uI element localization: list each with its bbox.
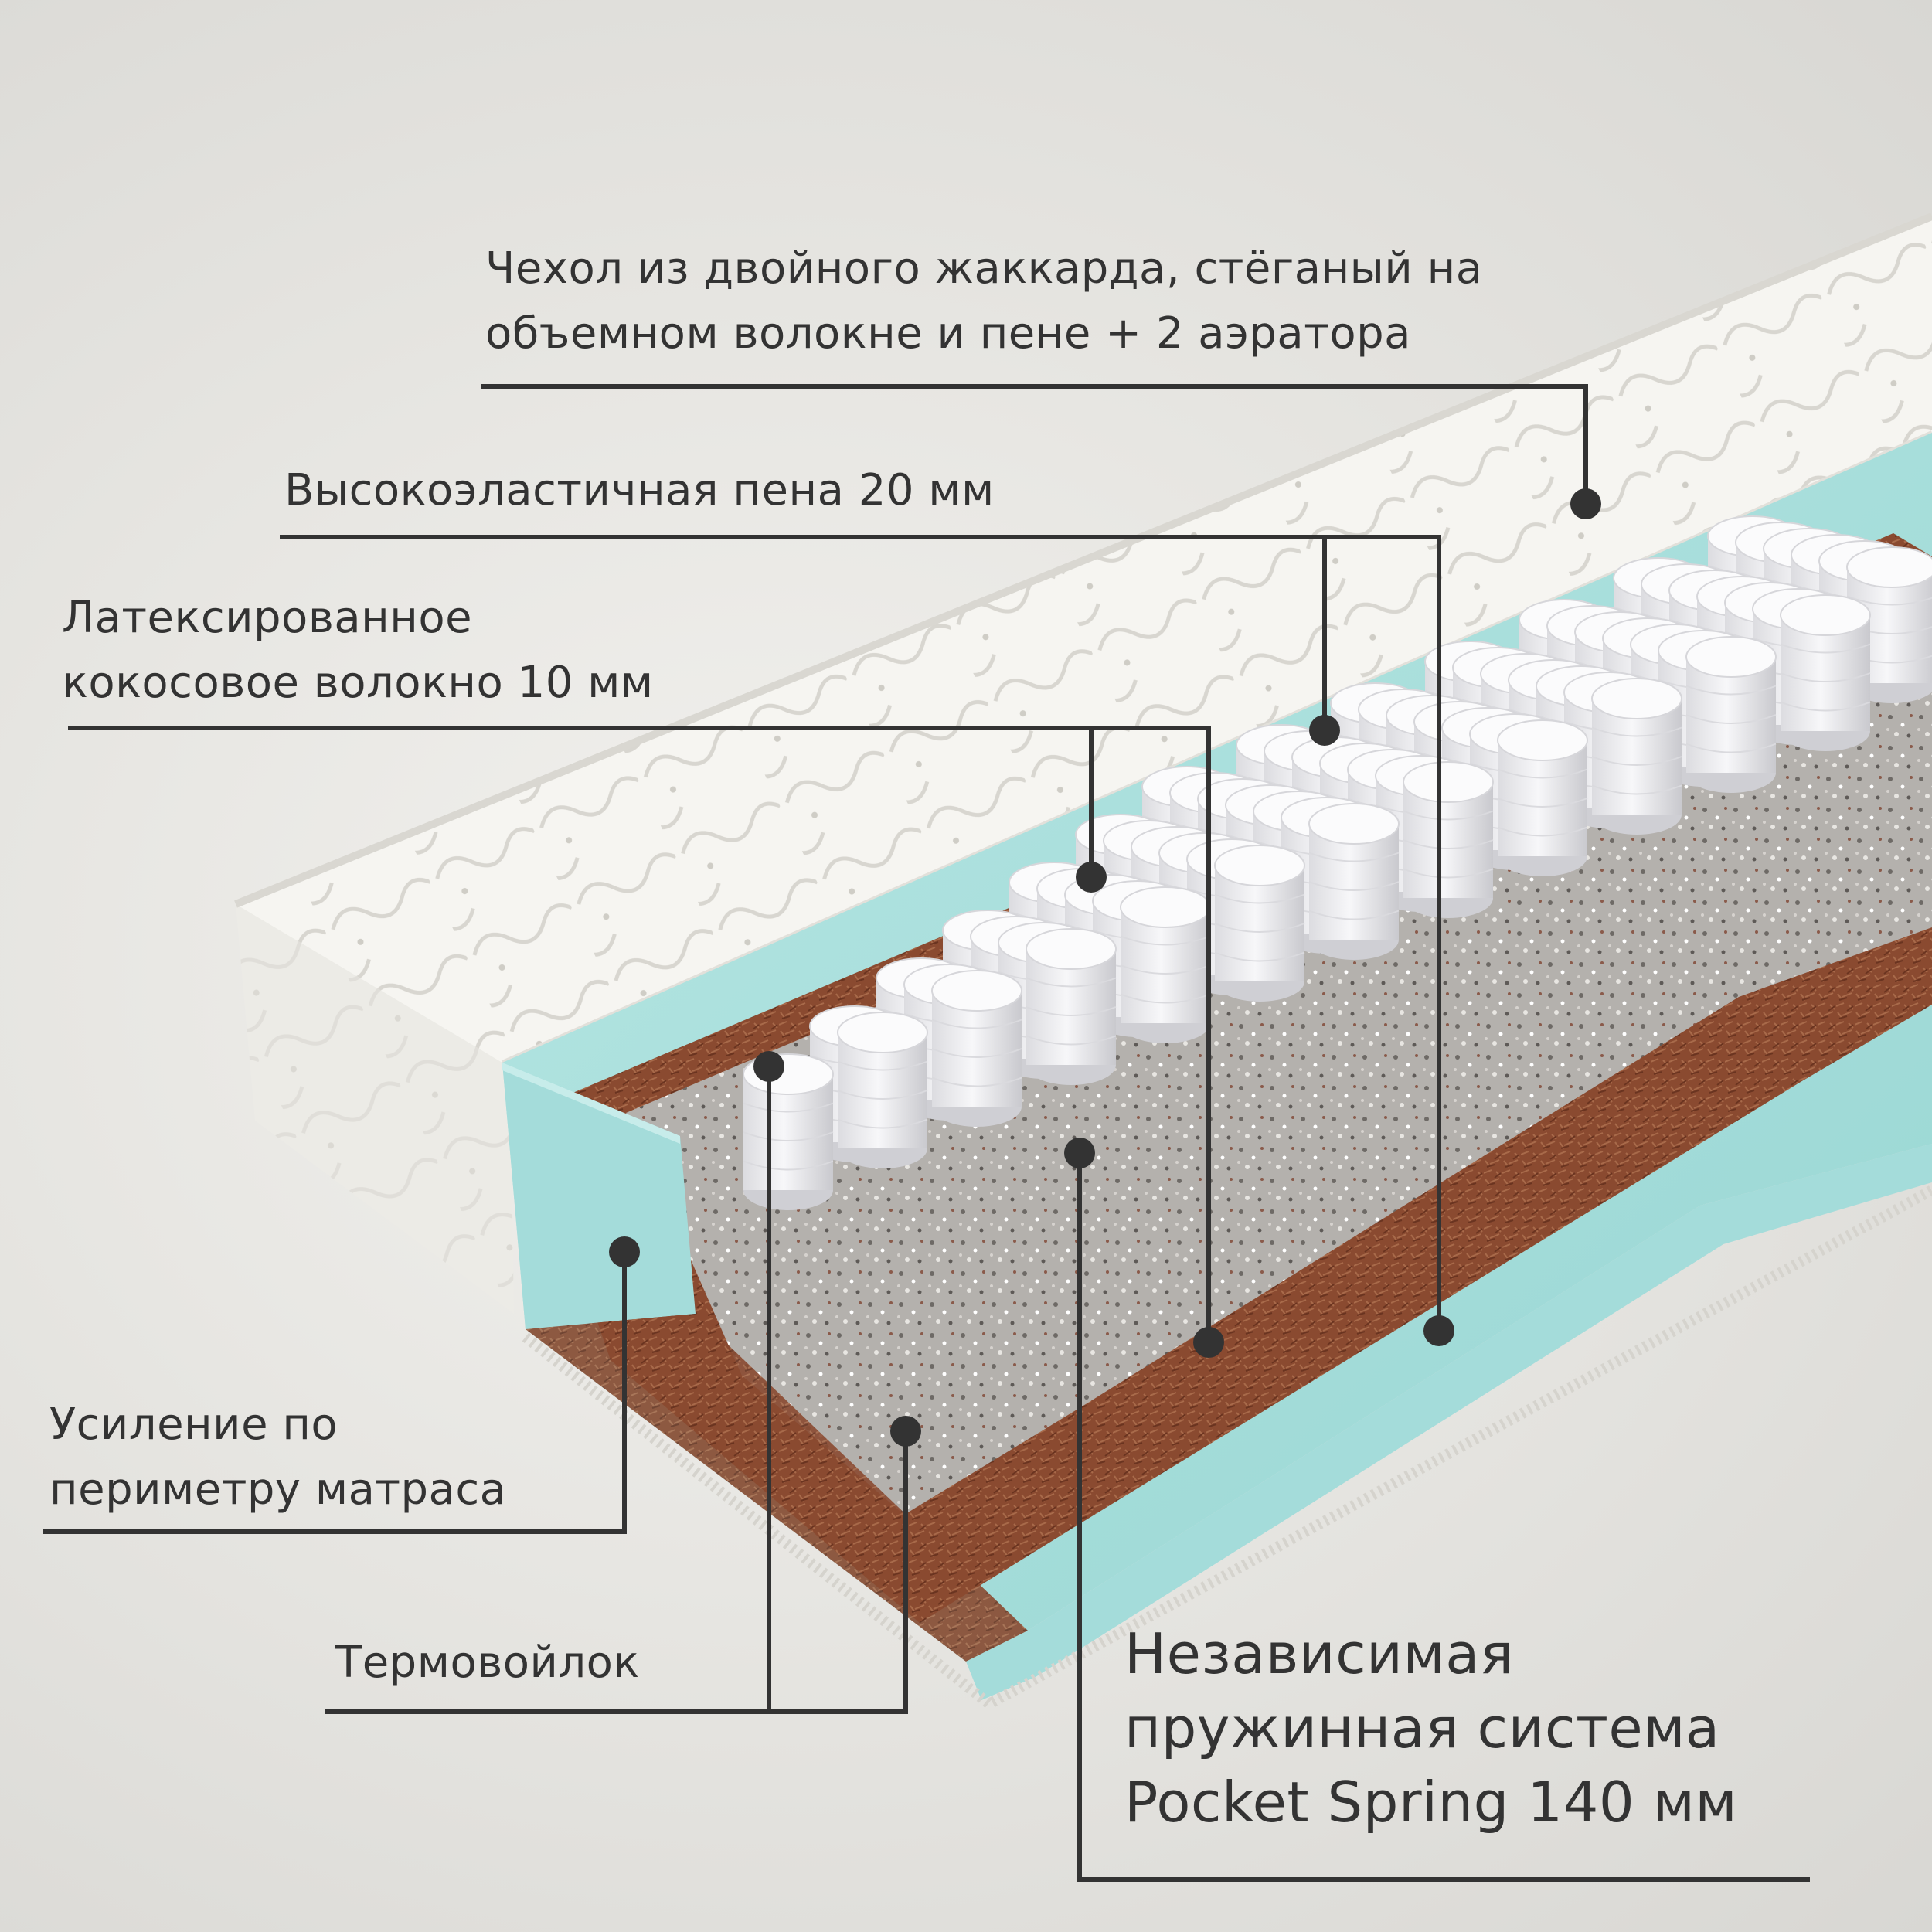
leader-line-springs <box>1077 1153 1810 1882</box>
label-cover-line1: Чехол из двойного жаккарда, стёганый на <box>485 243 1483 294</box>
leader-lines <box>43 384 1810 1882</box>
label-perimeter: Усиление по периметру матраса <box>49 1393 506 1522</box>
label-springs: Независимая пружинная система Pocket Spr… <box>1124 1617 1737 1839</box>
pocket-spring <box>931 970 1022 1127</box>
label-foam: Высокоэластичная пена 20 мм <box>284 458 995 523</box>
pocket-spring <box>1214 845 1305 1002</box>
leader-line-felt <box>325 1431 908 1714</box>
leader-line-coir-2 <box>1091 726 1211 1342</box>
dot-felt-top <box>753 1051 784 1082</box>
pocket-spring <box>743 1053 834 1210</box>
dot-foam-bottom <box>1423 1315 1454 1346</box>
mattress-illustration <box>234 213 1932 1711</box>
label-cover: Чехол из двойного жаккарда, стёганый на … <box>485 236 1483 366</box>
pocket-spring <box>1403 761 1494 918</box>
pocket-spring <box>1120 886 1211 1043</box>
label-perimeter-line1: Усиление по <box>49 1400 338 1450</box>
leader-line-perimeter <box>43 1252 627 1534</box>
label-foam-line1: Высокоэластичная пена 20 мм <box>284 465 995 515</box>
pocket-spring <box>1497 719 1588 876</box>
pocket-springs <box>743 515 1932 1210</box>
label-cover-line2: объемном волокне и пене + 2 аэратора <box>485 308 1411 359</box>
dot-perimeter <box>609 1236 640 1267</box>
dot-foam-top <box>1309 715 1340 746</box>
felt-layer <box>626 618 1932 1515</box>
pocket-spring <box>1308 803 1400 960</box>
pocket-spring <box>1685 636 1777 793</box>
pocket-spring <box>1780 594 1871 751</box>
leader-line-foam-2 <box>1325 535 1441 1331</box>
pocket-spring <box>1591 678 1682 835</box>
label-springs-line3: Pocket Spring 140 мм <box>1124 1770 1738 1835</box>
leader-dots <box>609 488 1601 1447</box>
dot-springs <box>1064 1138 1095 1168</box>
label-coir-line1: Латексированное <box>62 593 473 643</box>
dot-felt-bottom <box>890 1416 921 1447</box>
label-springs-line2: пружинная система <box>1124 1696 1720 1760</box>
label-felt: Термовойлок <box>335 1631 640 1696</box>
pocket-spring <box>1026 928 1117 1085</box>
dot-coir-bottom <box>1193 1327 1224 1358</box>
dot-coir-top <box>1076 862 1107 893</box>
label-felt-line1: Термовойлок <box>335 1638 640 1688</box>
label-perimeter-line2: периметру матраса <box>49 1464 507 1515</box>
label-springs-line1: Независимая <box>1124 1621 1514 1686</box>
pocket-spring <box>837 1012 928 1168</box>
label-coir: Латексированное кокосовое волокно 10 мм <box>62 586 654 716</box>
leader-line-cover <box>481 384 1588 504</box>
label-coir-line2: кокосовое волокно 10 мм <box>62 658 654 708</box>
dot-cover <box>1570 488 1601 519</box>
